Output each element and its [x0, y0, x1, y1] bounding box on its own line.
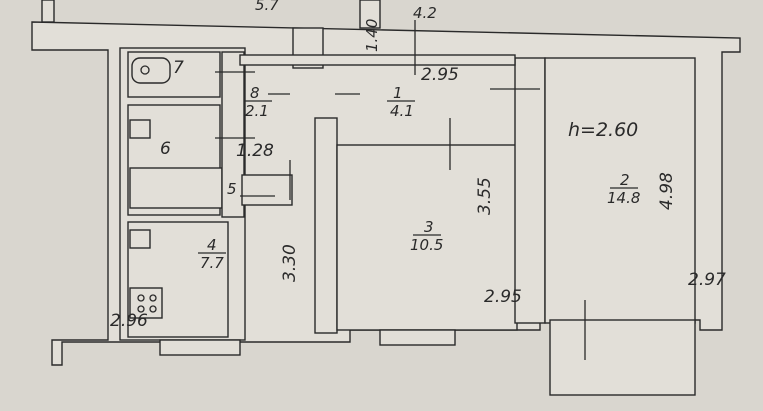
labels: 5.7 4.2 1.40 7 8 2.1 6 1.28 5 1 4.1 2.95… [110, 0, 726, 331]
room-2-number: 2 [620, 171, 630, 189]
room-8-area: 2.1 [245, 102, 269, 120]
dimension-room2-depth: 4.98 [657, 172, 677, 210]
fixtures [129, 57, 171, 319]
label-upper-mid-area: 4.2 [413, 4, 437, 22]
room-1-number: 1 [393, 84, 403, 102]
ceiling-height: h=2.60 [568, 119, 638, 141]
room-3-number: 3 [424, 218, 434, 236]
room-8-number: 8 [250, 84, 260, 102]
room-4-area: 7.7 [200, 254, 224, 272]
sink-icon [129, 229, 151, 249]
dimension-kitchen-depth: 3.30 [280, 244, 300, 282]
room-7-number: 7 [173, 58, 184, 78]
toilet-icon [131, 57, 171, 84]
sink-icon [129, 119, 151, 139]
room-3-area: 10.5 [410, 236, 443, 254]
dimension-kitchen-width: 2.96 [110, 311, 148, 331]
room-1-area: 4.1 [390, 102, 414, 120]
room-6-number: 6 [160, 139, 171, 159]
stove-icon [129, 287, 163, 319]
dimension-corridor-width: 1.28 [236, 141, 274, 161]
dimension-room3-width: 2.95 [484, 287, 522, 307]
room-4-number: 4 [207, 236, 217, 254]
dimension-passage-width: 1.40 [363, 19, 381, 52]
interior-walls [41, 0, 696, 396]
dimension-ticks [215, 20, 586, 360]
dimension-room2-width: 2.97 [688, 270, 726, 290]
dimension-hall-width: 2.95 [421, 65, 459, 85]
dimension-room3-depth: 3.55 [475, 177, 495, 215]
room-5-number: 5 [227, 180, 237, 198]
label-upper-left-area: 5.7 [255, 0, 279, 14]
room-2-area: 14.8 [607, 189, 640, 207]
